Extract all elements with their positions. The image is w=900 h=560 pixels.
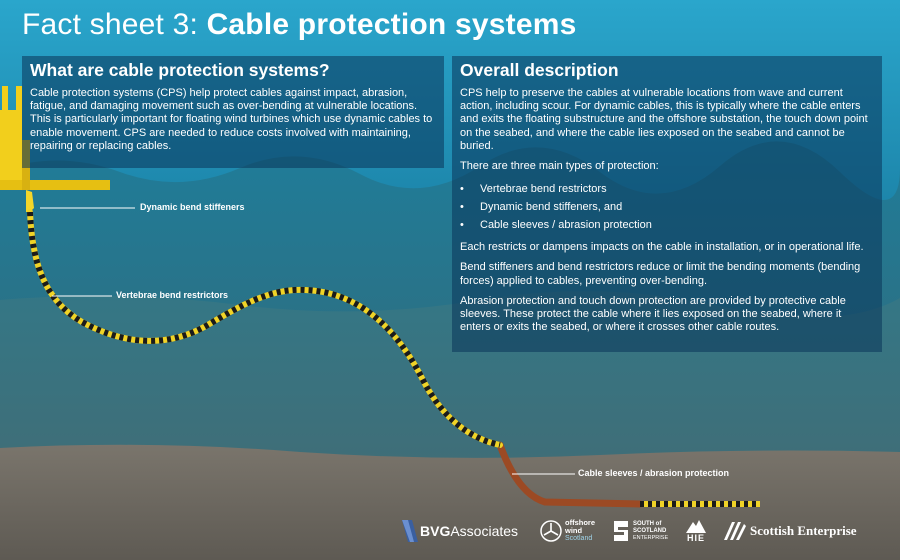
- list-item-label: Vertebrae bend restrictors: [480, 183, 607, 196]
- callout-cable-sleeves: Cable sleeves / abrasion protection: [578, 468, 730, 478]
- overall-description-intro: CPS help to preserve the cables at vulne…: [460, 87, 868, 152]
- seabed: [0, 444, 900, 560]
- what-are-cps-panel: What are cable protection systems? Cable…: [22, 56, 444, 168]
- list-item: • Vertebrae bend restrictors: [460, 180, 874, 198]
- vertebrae-bend-restrictor: [27, 211, 501, 448]
- sos-line1: SOUTH of: [633, 520, 662, 527]
- wind-turbine-icon: [540, 520, 562, 542]
- list-item: • Dynamic bend stiffeners, and: [460, 198, 874, 216]
- south-of-scotland-enterprise-logo: SOUTH of SCOTLAND ENTERPRISE: [612, 516, 668, 546]
- bvg-associates-logo: BVGAssociates: [402, 516, 518, 546]
- dynamic-bend-stiffener: [26, 190, 34, 212]
- title-prefix: Fact sheet 3:: [22, 8, 207, 41]
- osw-line3: Scotland: [565, 535, 593, 542]
- hie-mountain-icon: [686, 520, 706, 533]
- bvg-rest-text: Associates: [450, 523, 519, 539]
- description-paragraph-4: Abrasion protection and touch down prote…: [460, 294, 846, 334]
- sos-mark-icon: [614, 521, 628, 541]
- cable-sleeve: [496, 441, 644, 508]
- osw-line2: wind: [565, 526, 583, 535]
- description-paragraph-3: Bend stiffeners and bend restrictors red…: [460, 261, 861, 287]
- se-text-a: Scottish: [750, 523, 795, 538]
- se-stripes-icon: [724, 522, 746, 540]
- overall-description-panel: Overall description CPS help to preserve…: [452, 56, 882, 352]
- sos-line2: SCOTLAND: [633, 527, 667, 534]
- hie-logo: HIE: [686, 516, 706, 546]
- list-item: • Cable sleeves / abrasion protection: [460, 216, 874, 234]
- offshore-wind-scotland-logo: offshore wind Scotland: [540, 516, 595, 546]
- scottish-enterprise-logo: Scottish Enterprise: [722, 516, 857, 546]
- osw-line1: offshore: [565, 518, 595, 527]
- callout-dynamic-bend-stiffeners: Dynamic bend stiffeners: [140, 202, 245, 212]
- cable-system: [26, 190, 760, 508]
- overall-description-heading: Overall description: [460, 60, 619, 80]
- page-title: Fact sheet 3: Cable protection systems: [22, 8, 576, 42]
- bullet-icon: •: [460, 183, 464, 196]
- protection-types-list: • Vertebrae bend restrictors • Dynamic ben…: [460, 180, 874, 234]
- hie-text: HIE: [686, 533, 705, 543]
- protection-types-intro: There are three main types of protection…: [460, 160, 659, 173]
- list-item-label: Cable sleeves / abrasion protection: [480, 219, 652, 232]
- bvg-strong-text: BVG: [420, 523, 451, 539]
- sos-line3: ENTERPRISE: [633, 534, 669, 541]
- se-text-b: Enterprise: [797, 523, 857, 538]
- what-are-cps-heading: What are cable protection systems?: [30, 60, 330, 80]
- callout-lines: [40, 207, 575, 475]
- bullet-icon: •: [460, 219, 464, 232]
- title-main: Cable protection systems: [206, 8, 577, 41]
- what-are-cps-body: Cable protection systems (CPS) help prot…: [30, 87, 433, 152]
- bvg-mark-icon: [402, 520, 418, 542]
- callout-vertebrae-bend-restrictors: Vertebrae bend restrictors: [116, 290, 229, 300]
- bullet-icon: •: [460, 201, 464, 214]
- list-item-label: Dynamic bend stiffeners, and: [480, 201, 623, 214]
- description-paragraph-2: Each restricts or dampens impacts on the…: [460, 241, 864, 254]
